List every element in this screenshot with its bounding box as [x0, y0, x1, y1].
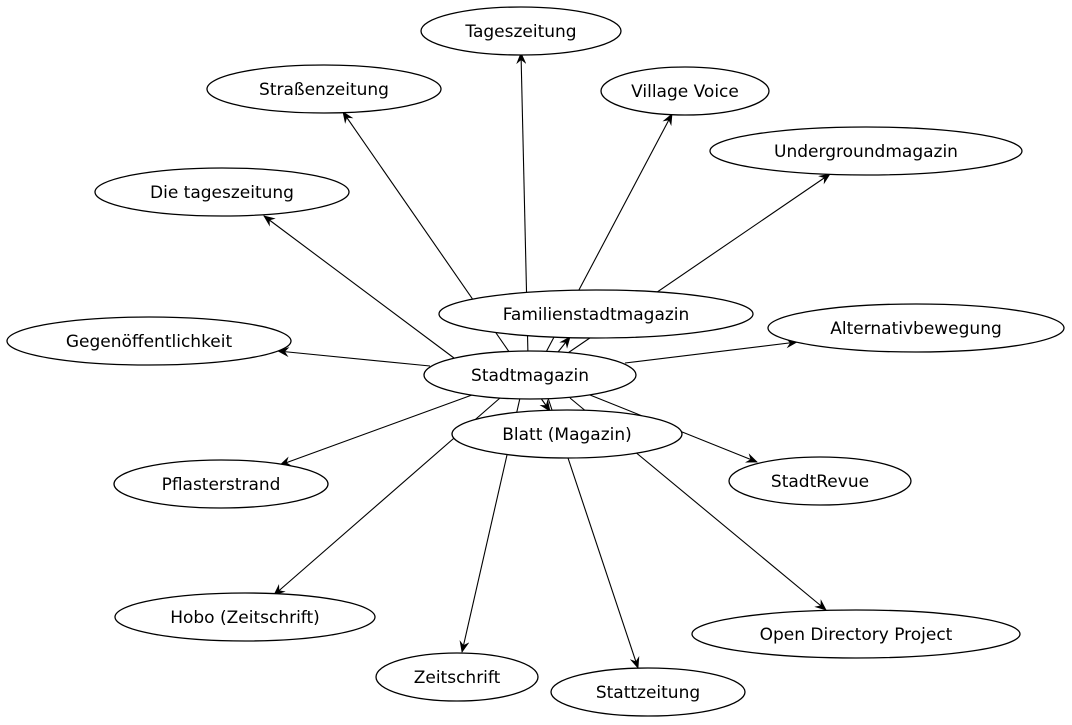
edge-to-gegenoeffentlichkeit — [277, 347, 431, 367]
node-tageszeitung[interactable]: Tageszeitung — [420, 6, 622, 56]
node-label: Familienstadtmagazin — [503, 305, 690, 325]
node-label: Village Voice — [631, 82, 739, 102]
node-stattzeitung[interactable]: Stattzeitung — [550, 667, 746, 717]
node-die-tageszeitung[interactable]: Die tageszeitung — [94, 167, 350, 217]
node-blatt-magazin[interactable]: Blatt (Magazin) — [451, 409, 683, 459]
node-label: Die tageszeitung — [150, 183, 294, 203]
edge-to-die-tageszeitung — [263, 215, 463, 365]
node-label: Stadtmagazin — [471, 366, 589, 386]
node-label: Gegenöffentlichkeit — [66, 332, 233, 352]
node-open-directory-project[interactable]: Open Directory Project — [691, 609, 1021, 659]
node-stadtrevue[interactable]: StadtRevue — [728, 456, 912, 506]
node-label: Stattzeitung — [596, 683, 700, 703]
edge-to-alternativbewegung — [624, 338, 798, 364]
node-center-stadtmagazin[interactable]: Stadtmagazin — [423, 350, 637, 400]
node-label: Undergroundmagazin — [774, 142, 958, 162]
node-familienstadtmagazin[interactable]: Familienstadtmagazin — [438, 289, 754, 339]
edge-to-pflasterstrand — [279, 394, 473, 466]
node-undergroundmagazin[interactable]: Undergroundmagazin — [709, 126, 1023, 176]
node-label: Straßenzeitung — [259, 80, 389, 100]
node-strassenzeitung[interactable]: Straßenzeitung — [206, 64, 442, 114]
node-pflasterstrand[interactable]: Pflasterstrand — [113, 459, 329, 509]
node-label: Hobo (Zeitschrift) — [170, 608, 320, 628]
node-village-voice[interactable]: Village Voice — [600, 66, 770, 116]
node-label: Tageszeitung — [464, 22, 576, 42]
node-label: Open Directory Project — [760, 625, 953, 645]
node-label: Pflasterstrand — [162, 475, 281, 495]
node-label: Blatt (Magazin) — [502, 425, 632, 445]
node-hobo-zeitschrift[interactable]: Hobo (Zeitschrift) — [114, 592, 376, 642]
node-zeitschrift[interactable]: Zeitschrift — [375, 652, 539, 702]
node-gegenoeffentlichkeit[interactable]: Gegenöffentlichkeit — [6, 316, 292, 366]
node-label: Zeitschrift — [414, 668, 501, 688]
nodes: Tageszeitung Straßenzeitung Village Voic… — [6, 6, 1065, 717]
node-label: StadtRevue — [771, 472, 869, 492]
edge-to-familienstadtmagazin — [557, 336, 571, 353]
node-label: Alternativbewegung — [830, 319, 1002, 339]
node-alternativbewegung[interactable]: Alternativbewegung — [767, 303, 1065, 353]
